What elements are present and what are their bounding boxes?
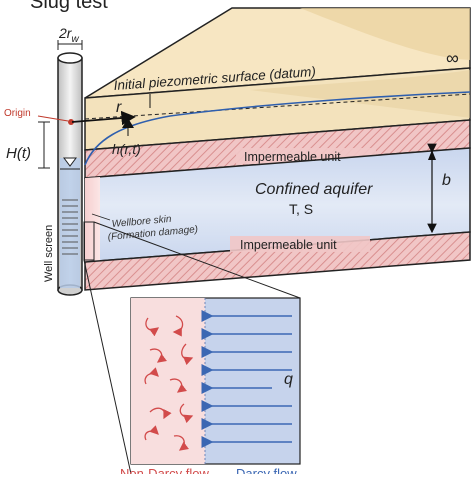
well-top-opening (57, 52, 83, 64)
origin-leader (37, 115, 69, 122)
zoom-inset (130, 297, 301, 465)
head-wellbore-label: H(t) (6, 145, 31, 162)
wellbore-skin-zone (85, 177, 100, 262)
darcy-flow-arrows (201, 310, 292, 448)
non-darcy-label: Non-Darcy flow (120, 466, 209, 474)
zoom-source-box (83, 221, 95, 261)
radial-distance-arrow (71, 110, 136, 126)
non-darcy-flow-arrows (144, 315, 194, 451)
water-level-triangle-icon (63, 157, 77, 167)
lower-impermeable-label-bg (230, 236, 370, 252)
origin-marker (68, 119, 74, 125)
well-diameter-text: 2r (58, 25, 73, 41)
well-screen-label: Well screen (43, 225, 55, 282)
well-screen-slots (62, 199, 78, 255)
darcy-label: Darcy flow (236, 466, 297, 474)
well-diameter-label: 2rw (58, 25, 79, 45)
lower-impermeable-label: Impermeable unit (240, 238, 337, 252)
skin-leader (91, 213, 111, 221)
head-aquifer-label: h(r,t) (112, 141, 141, 157)
thickness-label: b (442, 172, 451, 189)
well-water (60, 158, 80, 288)
upper-impermeable-label: Impermeable unit (244, 150, 341, 164)
head-aquifer-arrow-tip (122, 118, 134, 128)
zoom-line-left (83, 259, 132, 475)
thickness-arrow-top (428, 150, 436, 160)
origin-label: Origin (4, 108, 31, 119)
zoom-line-top (93, 221, 301, 299)
well-diameter-sub: w (71, 34, 79, 45)
drawdown-curve (84, 91, 471, 166)
infinity-label: ∞ (446, 48, 459, 68)
skin-label-line1: Wellbore skin (111, 214, 172, 230)
figure-title: Slug test (30, 0, 108, 13)
unsaturated-zone-shade (250, 70, 470, 118)
aquifer-params: T, S (289, 201, 313, 217)
datum-line (84, 93, 471, 120)
radial-distance-label: r (116, 99, 122, 116)
ground-surface-shade (300, 8, 470, 60)
aquifer-name: Confined aquifer (255, 181, 373, 198)
flux-label: q (284, 371, 293, 388)
